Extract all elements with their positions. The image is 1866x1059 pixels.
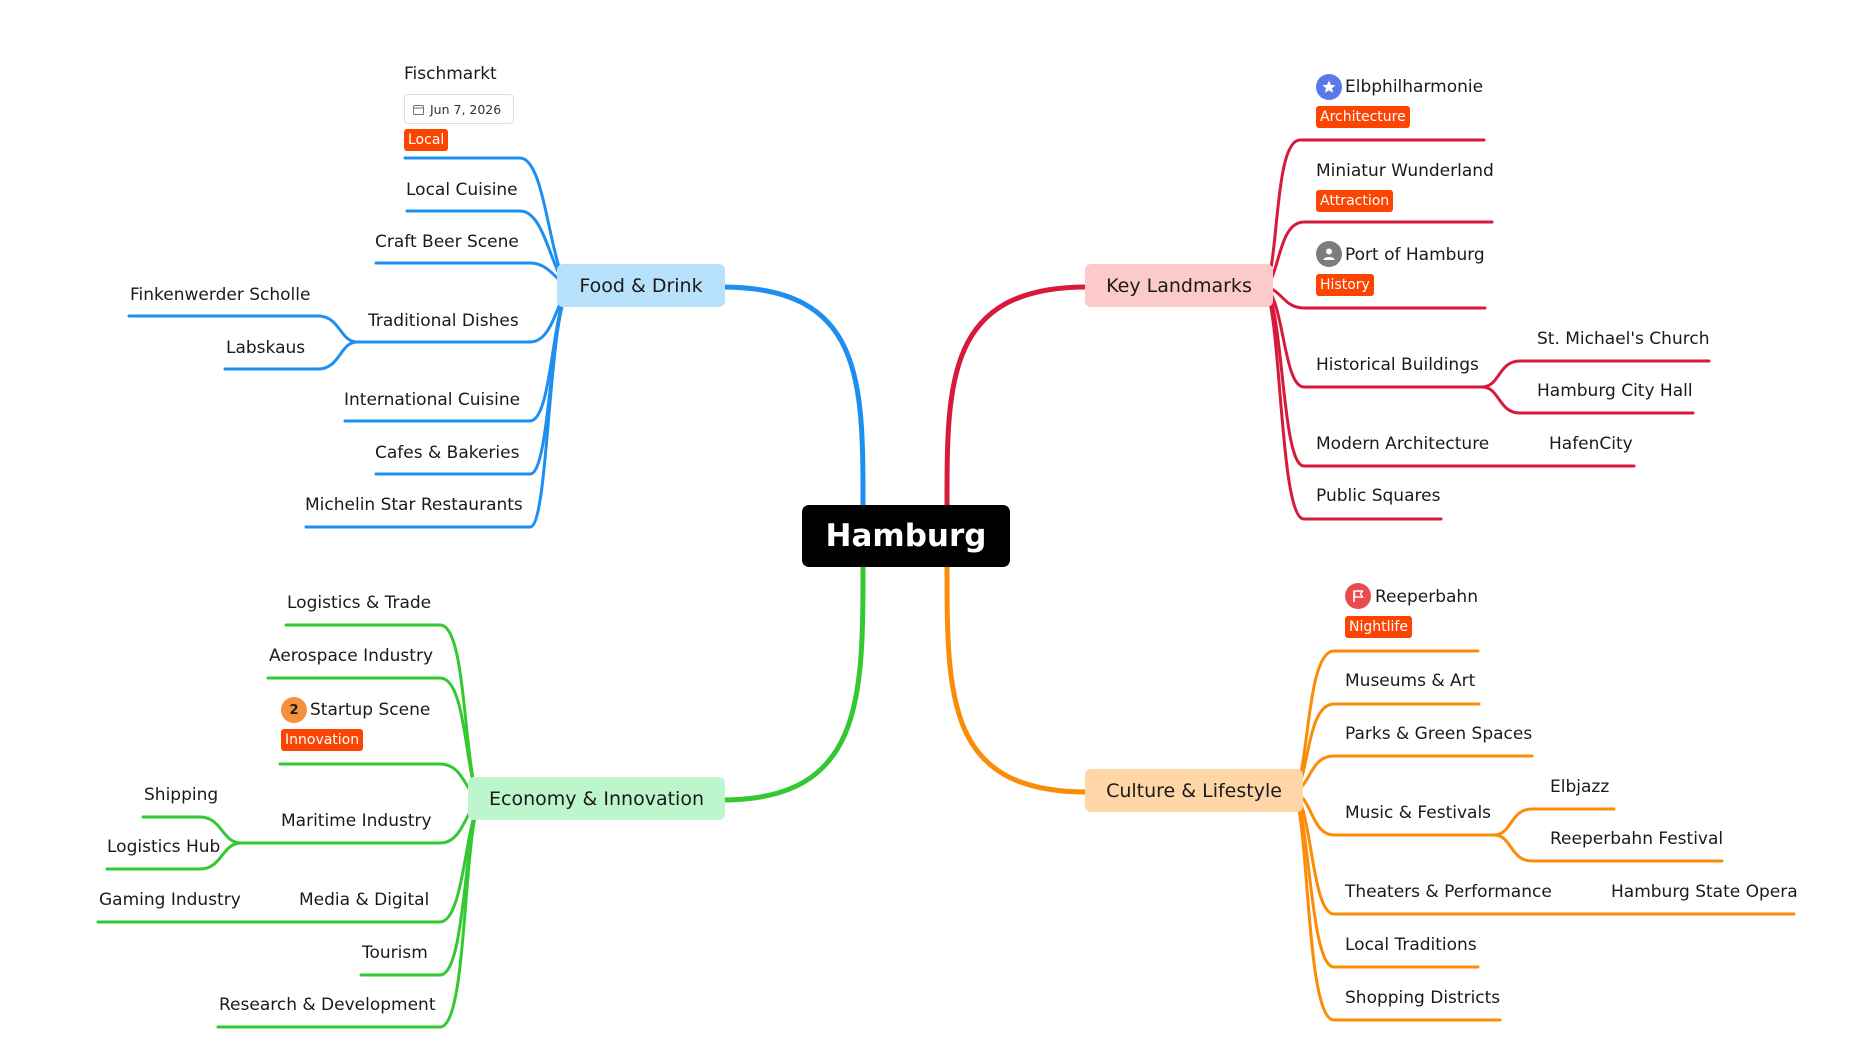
date-chip: Jun 7, 2026 xyxy=(404,94,514,124)
node-miniatur-wunderland[interactable]: Miniatur Wunderland xyxy=(1316,161,1494,181)
node-logistics-hub[interactable]: Logistics Hub xyxy=(107,837,221,857)
root-node[interactable]: Hamburg xyxy=(802,505,1010,567)
connector-landmarks xyxy=(944,284,1090,508)
node-hafencity[interactable]: HafenCity xyxy=(1549,434,1633,454)
node-international-cuisine[interactable]: International Cuisine xyxy=(344,390,521,410)
node-gaming-industry[interactable]: Gaming Industry xyxy=(99,890,241,910)
node-cafes-bakeries[interactable]: Cafes & Bakeries xyxy=(375,443,520,463)
branch-economy-label: Economy & Innovation xyxy=(489,787,704,810)
branch-economy-innovation[interactable]: Economy & Innovation xyxy=(468,777,725,820)
node-elbphilharmonie[interactable]: Elbphilharmonie xyxy=(1345,77,1484,97)
node-startup-scene[interactable]: Startup Scene xyxy=(310,700,431,720)
connector-economy xyxy=(719,562,866,803)
branch-culture-lifestyle[interactable]: Culture & Lifestyle xyxy=(1085,769,1303,812)
node-theaters-performance[interactable]: Theaters & Performance xyxy=(1345,882,1552,902)
node-hamburg-state-opera[interactable]: Hamburg State Opera xyxy=(1611,882,1798,902)
branch-key-landmarks[interactable]: Key Landmarks xyxy=(1085,264,1273,307)
node-hamburg-city-hall[interactable]: Hamburg City Hall xyxy=(1537,381,1693,401)
tag-nightlife: Nightlife xyxy=(1345,616,1412,638)
star-icon xyxy=(1316,74,1342,100)
node-modern-architecture[interactable]: Modern Architecture xyxy=(1316,434,1490,454)
node-tourism[interactable]: Tourism xyxy=(362,943,428,963)
priority-badge-label: 2 xyxy=(289,702,299,718)
node-craft-beer[interactable]: Craft Beer Scene xyxy=(375,232,519,252)
person-icon xyxy=(1316,241,1342,267)
node-reeperbahn[interactable]: Reeperbahn xyxy=(1375,587,1478,607)
tag-local: Local xyxy=(404,129,449,151)
node-shopping-districts[interactable]: Shopping Districts xyxy=(1345,988,1501,1008)
node-st-michaels-church[interactable]: St. Michael's Church xyxy=(1537,329,1710,349)
branch-food-drink[interactable]: Food & Drink xyxy=(557,264,725,307)
node-elbjazz[interactable]: Elbjazz xyxy=(1550,777,1610,797)
node-reeperbahn-festival[interactable]: Reeperbahn Festival xyxy=(1550,829,1724,849)
root-label: Hamburg xyxy=(825,518,987,554)
node-historical-buildings[interactable]: Historical Buildings xyxy=(1316,355,1479,375)
date-label: Jun 7, 2026 xyxy=(430,101,502,117)
node-museums-art[interactable]: Museums & Art xyxy=(1345,671,1476,691)
node-aerospace[interactable]: Aerospace Industry xyxy=(269,646,434,666)
node-fischmarkt[interactable]: Fischmarkt xyxy=(404,64,497,84)
priority-2-icon: 2 xyxy=(281,697,307,723)
node-traditional-dishes[interactable]: Traditional Dishes xyxy=(368,311,519,331)
calendar-icon xyxy=(413,104,424,115)
branch-landmarks-label: Key Landmarks xyxy=(1106,274,1252,297)
node-parks-green-spaces[interactable]: Parks & Green Spaces xyxy=(1345,724,1533,744)
branch-food-label: Food & Drink xyxy=(579,274,703,297)
connector-culture xyxy=(944,562,1090,795)
food-edges xyxy=(127,156,575,529)
node-michelin[interactable]: Michelin Star Restaurants xyxy=(305,495,523,515)
node-finkenwerder-scholle[interactable]: Finkenwerder Scholle xyxy=(130,285,311,305)
branch-culture-label: Culture & Lifestyle xyxy=(1106,779,1282,802)
connector-food xyxy=(719,284,866,508)
tag-architecture: Architecture xyxy=(1316,106,1410,128)
node-media-digital[interactable]: Media & Digital xyxy=(299,890,430,910)
node-logistics-trade[interactable]: Logistics & Trade xyxy=(287,593,432,613)
tag-innovation: Innovation xyxy=(281,729,364,751)
node-shipping[interactable]: Shipping xyxy=(144,785,219,805)
node-maritime-industry[interactable]: Maritime Industry xyxy=(281,811,432,831)
node-music-festivals[interactable]: Music & Festivals xyxy=(1345,803,1492,823)
node-research-development[interactable]: Research & Development xyxy=(219,995,436,1015)
node-public-squares[interactable]: Public Squares xyxy=(1316,486,1441,506)
node-labskaus[interactable]: Labskaus xyxy=(226,338,306,358)
root-connectors xyxy=(719,284,1090,803)
node-port-of-hamburg[interactable]: Port of Hamburg xyxy=(1345,245,1485,265)
tag-history: History xyxy=(1316,274,1374,296)
flag-icon xyxy=(1345,583,1371,609)
node-local-cuisine[interactable]: Local Cuisine xyxy=(406,180,518,200)
node-local-traditions[interactable]: Local Traditions xyxy=(1345,935,1477,955)
tag-attraction: Attraction xyxy=(1316,190,1394,212)
